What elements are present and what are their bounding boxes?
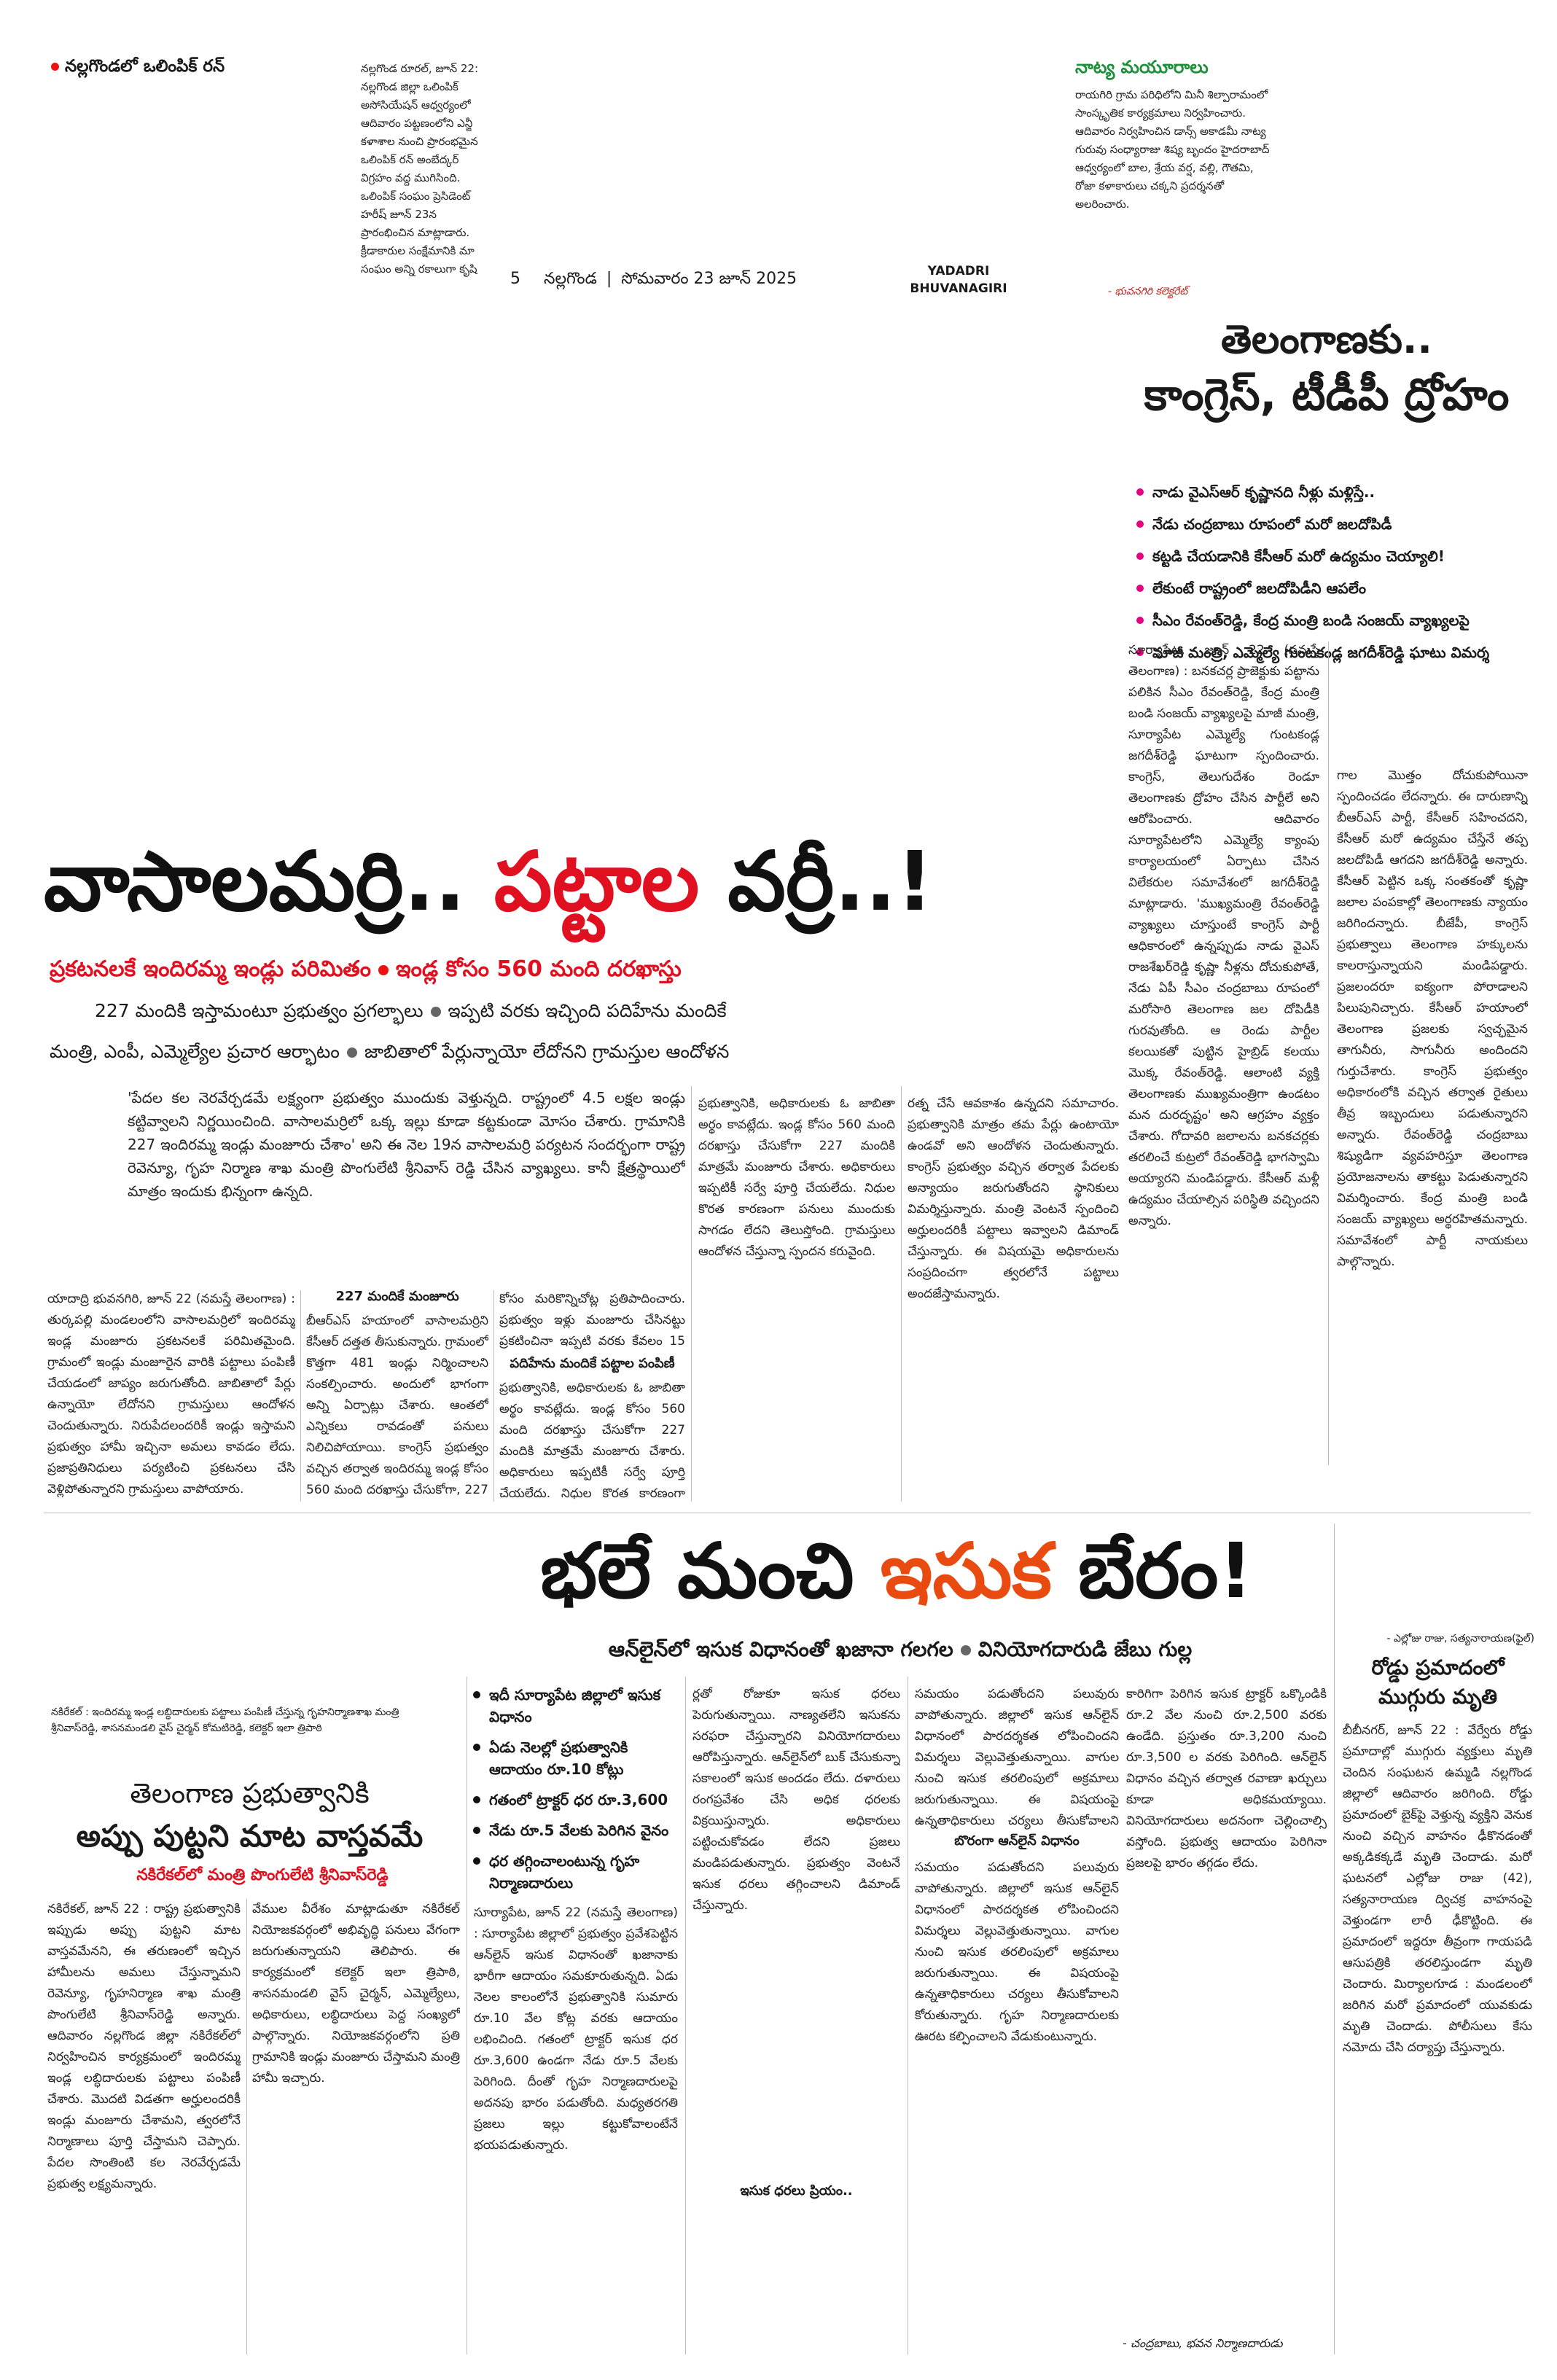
vasalamarri-col1: యాదాద్రి భువనగిరి, జూన్ 22 (నమస్తే తెలంగ… bbox=[47, 1292, 295, 1497]
list-item: ధర తగ్గించాలంటున్న గృహ నిర్మాణదారులు bbox=[470, 1850, 682, 1894]
vasalamarri-col5: రత్న చేసే ఆవకాశం ఉన్నదని సమాచారం. ప్రభుత… bbox=[908, 1096, 1119, 1301]
natya-credit: - భువనగిరి కలెక్టరేట్ bbox=[1108, 286, 1188, 297]
list-item: నేడు చంద్రబాబు రూపంలో మరో జలదోపిడీ bbox=[1133, 513, 1531, 535]
telangana-headline: తెలంగాణకు.. కాంగ్రెస్, టీడీపీ ద్రోహం bbox=[1144, 316, 1510, 421]
edition-label: YADADRI BHUVANAGIRI bbox=[910, 264, 1007, 296]
appu-col1: నకిరేకల్, జూన్ 22 : రాష్ట్ర ప్రభుత్వానిక… bbox=[47, 1902, 241, 2191]
isuka-headline: భలే మంచి ఇసుక బేరం! bbox=[540, 1526, 1253, 1615]
isuka-col1: సూర్యాపేట, జూన్ 22 (నమస్తే తెలంగాణ) : సూ… bbox=[474, 1905, 678, 2153]
vasalamarri-intro: 'పేదల కల నెరవేర్చడమే లక్ష్యంగా ప్రభుత్వం… bbox=[128, 1089, 685, 1200]
subhead-online: బొరంగా ఆన్‌లైన్ విధానం bbox=[954, 1833, 1080, 1849]
red-bullet-icon bbox=[51, 63, 59, 71]
bullet-icon bbox=[346, 1047, 357, 1058]
vasalamarri-sub3: మంత్రి, ఎంపీ, ఎమ్మెల్యేల ప్రచార ఆర్భాటంజ… bbox=[50, 1041, 730, 1062]
district-name: నల్లగొండ bbox=[544, 270, 597, 288]
vasalamarri-sub1: ప్రకటనలకే ఇందిరమ్మ ఇండ్లు పరిమితంఇండ్ల క… bbox=[50, 956, 682, 982]
list-item: ఇదీ సూర్యాపేట జిల్లాలో ఇసుక విధానం bbox=[470, 1684, 682, 1728]
appu-headline: తెలంగాణ ప్రభుత్వానికి అప్పు పుట్టని మాట … bbox=[76, 1777, 424, 1854]
accident-body: బీబీనగర్, జూన్ 22 : వేర్వేరు రోడ్డు ప్రమ… bbox=[1343, 1723, 1532, 2055]
subhead-227: 227 మందికే మంజూరు bbox=[335, 1289, 459, 1304]
list-item: కట్టడి చేయడానికి కేసీఆర్ మరో ఉద్యమం చెయ్… bbox=[1133, 545, 1531, 567]
natya-heading: నాట్య మయూరాలు bbox=[1075, 57, 1209, 77]
list-item: మాజీ మంత్రి, ఎమ్మెల్యే గుంటకండ్ల జగదీశ్‌… bbox=[1133, 641, 1531, 663]
subhead-15: పదిహేను మందికే పట్టాల పంపిణీ bbox=[510, 1356, 675, 1371]
accident-photo-credit: - ఎల్లోజు రాజు, సత్యనారాయణ(ఫైల్) bbox=[1386, 1633, 1534, 1644]
telangana-body-col1: సూర్యాపేట, జూన్ 22 (నమస్తే తెలంగాణ) : బన… bbox=[1128, 643, 1319, 1228]
subhead-price: ఇసుక ధరలు ప్రియం.. bbox=[740, 2183, 853, 2198]
bullet-icon bbox=[960, 1645, 971, 1655]
olympic-headline: నల్లగొండలో ఒలింపిక్ రన్ bbox=[51, 57, 313, 80]
appu-byline: నకిరేకల్‌లో మంత్రి పొంగులేటి శ్రీనివాస్‌… bbox=[136, 1866, 389, 1884]
isuka-col2: ర్లతో రోజుకూ ఇసుక ధరలు పెరుగుతున్నాయి. న… bbox=[692, 1687, 900, 1913]
isuka-highlights-box: ఇదీ సూర్యాపేట జిల్లాలో ఇసుక విధానం ఏడు న… bbox=[470, 1684, 682, 1903]
list-item: నేడు రూ.5 వేలకు పెరిగిన వైనం bbox=[470, 1819, 682, 1841]
olympic-caption: నల్లగొండ రూరల్, జూన్ 22: నల్లగొండ జిల్లా… bbox=[361, 62, 479, 276]
vasalamarri-col3a: కోసం మరికొన్నిచోట్ల ప్రతిపాదించారు. ప్రభ… bbox=[499, 1292, 685, 1349]
appu-col2: వేముల వీరేశం మాట్లాడుతూ నకిరేకల్ నియోజకవ… bbox=[252, 1902, 460, 2086]
list-item: లేకుంటే రాష్ట్రంలో జలదోపిడీని ఆపలేం bbox=[1133, 577, 1531, 599]
vasalamarri-headline: వాసాలమర్రి.. పట్టాల వర్రీ..! bbox=[44, 835, 934, 929]
natya-caption: రాయగిరి గ్రామ పరిధిలోని మినీ శిల్పారామంల… bbox=[1075, 88, 1270, 211]
list-item: నాడు వైఎస్ఆర్ కృష్ణానది నీళ్లు మళ్లిస్తే… bbox=[1133, 481, 1531, 503]
bullet-icon bbox=[378, 964, 389, 975]
list-item: సీఎం రేవంత్‌రెడ్డి, కేంద్ర మంత్రి బండి స… bbox=[1133, 609, 1531, 631]
isuka-col3: సమయం పడుతోందని పలువురు వాపోతున్నారు. జిల… bbox=[915, 1687, 1119, 1828]
vasalamarri-col2: బీఆర్ఎస్ హయాంలో వాసాలమర్రిని కేసీఆర్ దత్… bbox=[306, 1314, 488, 1497]
page-number: 5 bbox=[510, 270, 520, 288]
list-item: ఏడు నెలల్లో ప్రభుత్వానికి ఆదాయం రూ.10 కో… bbox=[470, 1736, 682, 1780]
appu-photo-caption: నకిరేకల్ : ఇందిరమ్మ ఇండ్ల లబ్ధిదారులకు ప… bbox=[51, 1706, 399, 1734]
issue-date: సోమవారం 23 జూన్ 2025 bbox=[621, 270, 797, 288]
telangana-bullets: నాడు వైఎస్ఆర్ కృష్ణానది నీళ్లు మళ్లిస్తే… bbox=[1133, 481, 1531, 674]
accident-headline: రోడ్డు ప్రమాదంలో ముగ్గురు మృతి bbox=[1371, 1655, 1505, 1709]
isuka-col4: కారిగిగా పెరిగిన ఇసుక ట్రాక్టర్ ఒక్కొండి… bbox=[1126, 1687, 1327, 1870]
isuka-col3b: సమయం పడుతోందని పలువురు వాపోతున్నారు. జిల… bbox=[915, 1860, 1119, 2044]
page-dateline: 5 నల్లగొండ | సోమవారం 23 జూన్ 2025 bbox=[510, 270, 797, 288]
bullet-icon bbox=[430, 1007, 441, 1017]
telangana-body-col2: గాల మొత్తం దోచుకుపోయినా స్పందించడం లేదన్… bbox=[1337, 768, 1528, 1269]
vasalamarri-col3b: ప్రభుత్వానికి, అధికారులకు ఓ జాబితా అర్థం… bbox=[499, 1381, 685, 1501]
isuka-credit: - చంద్రబాబు, భవన నిర్మాణదారుడు bbox=[1123, 2336, 1283, 2350]
list-item: గతంలో ట్రాక్టర్ ధర రూ.3,600 bbox=[470, 1789, 682, 1811]
vasalamarri-sub2: 227 మందికి ఇస్తామంటూ ప్రభుత్వం ప్రగల్భాల… bbox=[95, 1000, 727, 1021]
vasalamarri-col4: ప్రభుత్వానికి, అధికారులకు ఓ జాబితా అర్థం… bbox=[698, 1096, 895, 1259]
